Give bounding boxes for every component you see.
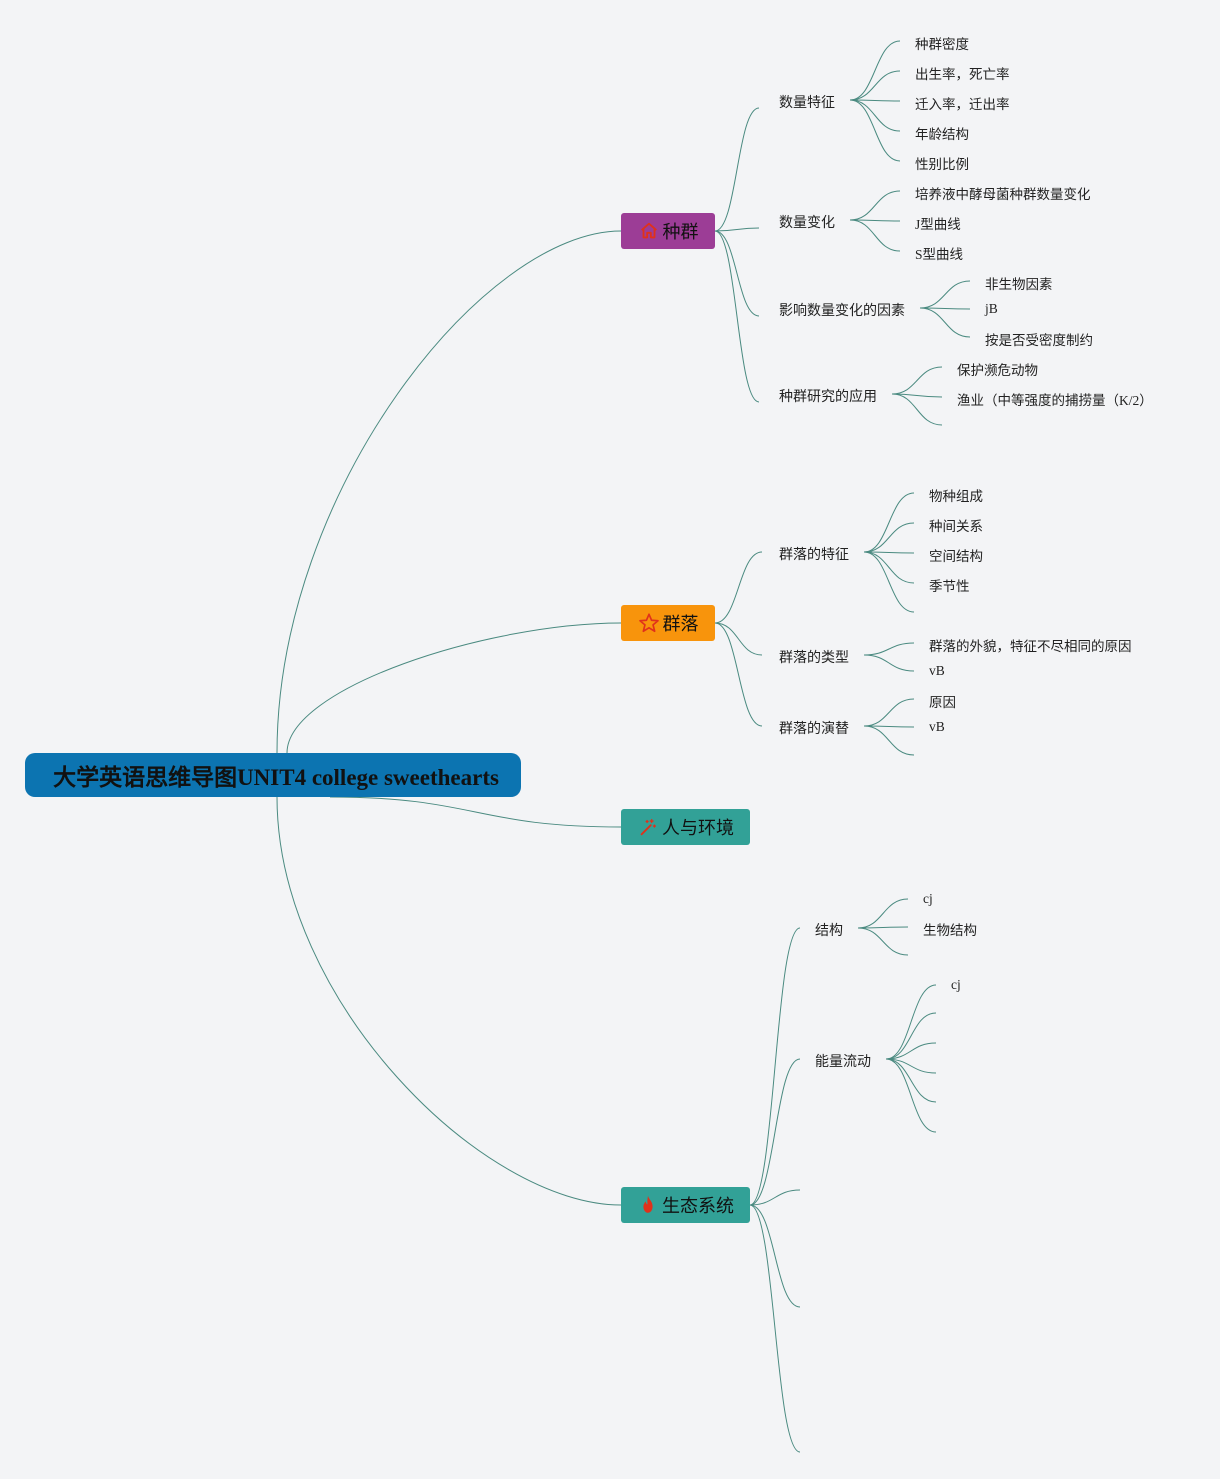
branch-environment[interactable]: 人与环境 xyxy=(621,809,750,845)
connector-26 xyxy=(863,522,915,553)
connector-33 xyxy=(863,725,915,728)
leaf-succession-reason[interactable]: 原因 xyxy=(929,695,956,710)
connector-29 xyxy=(863,551,915,613)
connector-16 xyxy=(919,280,971,309)
connector-34 xyxy=(863,725,915,756)
topic-quantity-change[interactable]: 数量变化 xyxy=(779,216,835,231)
leaf-age-structure[interactable]: 年龄结构 xyxy=(915,127,969,142)
leaf-yeast-culture[interactable]: 培养液中酵母菌种群数量变化 xyxy=(915,187,1091,202)
connector-47 xyxy=(885,1058,937,1103)
connector-39 xyxy=(749,1204,801,1453)
magic-wand-icon xyxy=(637,816,659,838)
connector-27 xyxy=(863,551,915,554)
connector-0 xyxy=(276,230,622,754)
connector-13 xyxy=(849,190,901,221)
leaf-vb-types[interactable]: vB xyxy=(929,663,945,678)
connector-30 xyxy=(863,642,915,656)
leaf-abiotic-factors[interactable]: 非生物因素 xyxy=(985,277,1053,292)
connector-22 xyxy=(714,551,763,624)
connector-9 xyxy=(849,70,901,101)
branch-community[interactable]: 群落 xyxy=(621,605,715,641)
connector-44 xyxy=(885,1012,937,1060)
connector-21 xyxy=(891,393,943,426)
leaf-seasonality[interactable]: 季节性 xyxy=(929,579,970,594)
topic-community-succession[interactable]: 群落的演替 xyxy=(779,722,849,737)
connector-32 xyxy=(863,698,915,727)
leaf-j-curve[interactable]: J型曲线 xyxy=(915,217,961,232)
branch-ecosystem[interactable]: 生态系统 xyxy=(621,1187,750,1223)
leaf-s-curve[interactable]: S型曲线 xyxy=(915,247,964,262)
connector-17 xyxy=(919,307,971,310)
topic-quantitative-features[interactable]: 数量特征 xyxy=(779,96,835,111)
connector-48 xyxy=(885,1058,937,1133)
root-topic[interactable]: 大学英语思维导图UNIT4 college sweethearts xyxy=(25,753,521,797)
connector-41 xyxy=(857,926,909,929)
branch-community-label: 群落 xyxy=(662,614,699,634)
connector-3 xyxy=(276,796,622,1206)
leaf-appearance-reasons[interactable]: 群落的外貌，特征不尽相同的原因 xyxy=(929,639,1132,654)
connector-14 xyxy=(849,219,901,222)
connector-4 xyxy=(714,107,760,232)
connector-15 xyxy=(849,219,901,252)
connector-7 xyxy=(714,230,760,403)
leaf-cj-energy[interactable]: cj xyxy=(951,977,961,992)
leaf-biological-structure[interactable]: 生物结构 xyxy=(923,923,977,938)
leaf-migration-rate[interactable]: 迁入率，迁出率 xyxy=(915,97,1010,112)
leaf-birth-death-rate[interactable]: 出生率，死亡率 xyxy=(915,67,1010,82)
connector-6 xyxy=(714,230,760,317)
connector-23 xyxy=(714,622,763,656)
connector-43 xyxy=(885,984,937,1060)
connector-35 xyxy=(749,927,801,1206)
leaf-cj-structure[interactable]: cj xyxy=(923,891,933,906)
topic-ecosystem-structure[interactable]: 结构 xyxy=(815,924,843,939)
topic-influencing-factors[interactable]: 影响数量变化的因素 xyxy=(779,304,905,319)
connector-38 xyxy=(749,1204,801,1308)
connector-28 xyxy=(863,551,915,584)
connector-36 xyxy=(749,1058,801,1206)
connector-40 xyxy=(857,898,909,929)
fire-icon xyxy=(637,1194,659,1216)
connector-19 xyxy=(891,366,943,395)
connector-18 xyxy=(919,307,971,338)
connector-12 xyxy=(849,99,901,162)
star-icon xyxy=(638,612,660,634)
topic-energy-flow[interactable]: 能量流动 xyxy=(815,1055,871,1070)
branch-environment-label: 人与环境 xyxy=(662,818,734,838)
topic-community-features[interactable]: 群落的特征 xyxy=(779,548,849,563)
leaf-vb-succession[interactable]: vB xyxy=(929,719,945,734)
leaf-species-composition[interactable]: 物种组成 xyxy=(929,489,983,504)
topic-community-types[interactable]: 群落的类型 xyxy=(779,651,849,666)
topic-population-applications[interactable]: 种群研究的应用 xyxy=(779,390,877,405)
connector-5 xyxy=(714,227,760,232)
leaf-density-dependence[interactable]: 按是否受密度制约 xyxy=(985,333,1093,348)
connector-37 xyxy=(749,1189,801,1206)
connector-2 xyxy=(329,796,622,828)
leaf-fishery[interactable]: 渔业（中等强度的捕捞量（K/2） xyxy=(957,393,1153,408)
connector-8 xyxy=(849,40,901,101)
connector-31 xyxy=(863,654,915,672)
leaf-jb[interactable]: jB xyxy=(985,301,998,316)
home-icon xyxy=(638,220,660,242)
leaf-spatial-structure[interactable]: 空间结构 xyxy=(929,549,983,564)
connector-24 xyxy=(714,622,763,727)
leaf-interspecific-relations[interactable]: 种间关系 xyxy=(929,519,983,534)
connector-42 xyxy=(857,927,909,956)
connector-45 xyxy=(885,1042,937,1060)
branch-population[interactable]: 种群 xyxy=(621,213,715,249)
leaf-population-density[interactable]: 种群密度 xyxy=(915,37,969,52)
root-topic-label: 大学英语思维导图UNIT4 college sweethearts xyxy=(53,765,499,790)
connector-11 xyxy=(849,99,901,132)
leaf-endangered-protection[interactable]: 保护濒危动物 xyxy=(957,363,1038,378)
branch-population-label: 种群 xyxy=(662,222,699,242)
connector-10 xyxy=(849,99,901,102)
connector-1 xyxy=(286,622,622,754)
connector-25 xyxy=(863,492,915,553)
leaf-sex-ratio[interactable]: 性别比例 xyxy=(915,157,969,172)
branch-ecosystem-label: 生态系统 xyxy=(662,1196,734,1216)
